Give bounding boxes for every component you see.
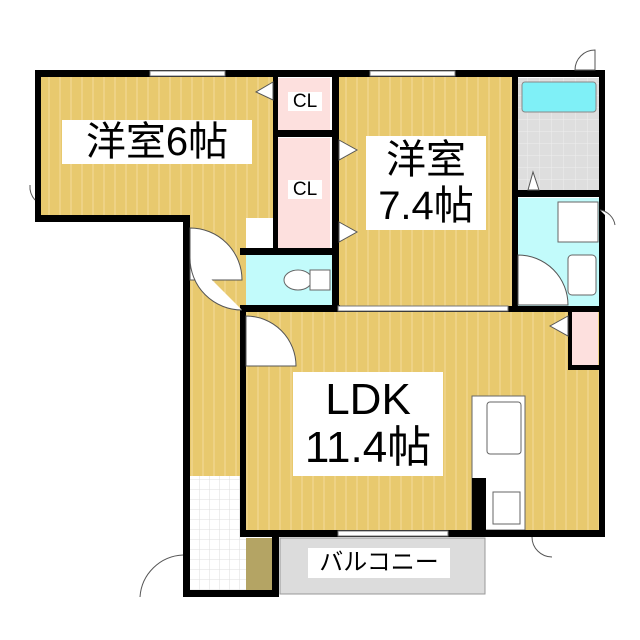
ldk-closet — [572, 312, 598, 367]
balcony-label: バルコニー — [308, 548, 450, 578]
ldk-size: 11.4帖 — [304, 423, 432, 472]
room-western-74-label: 洋室 7.4帖 — [366, 136, 486, 230]
sink-icon — [486, 401, 522, 455]
closet-2-label: CL — [288, 180, 322, 199]
stove-icon — [492, 491, 521, 525]
closet-door-arrows — [254, 81, 569, 337]
room-western-74-size: 7.4帖 — [378, 184, 474, 228]
closet-1-label: CL — [288, 92, 322, 111]
ldk-label: LDK 11.4帖 — [293, 372, 443, 476]
room-western-74-name: 洋室 — [386, 138, 466, 182]
bathtub-icon — [521, 81, 597, 113]
ldk-name: LDK — [325, 375, 411, 424]
room-western-6-label: 洋室6帖 — [62, 120, 252, 164]
windows — [149, 70, 509, 537]
washbasin-icon — [567, 254, 597, 296]
fridge-space — [472, 478, 486, 530]
toilet-tank-icon — [309, 269, 331, 291]
door-swings — [29, 49, 616, 598]
toilet-icon — [283, 269, 313, 291]
entrance-tile — [190, 476, 246, 590]
washer-icon — [557, 201, 599, 243]
